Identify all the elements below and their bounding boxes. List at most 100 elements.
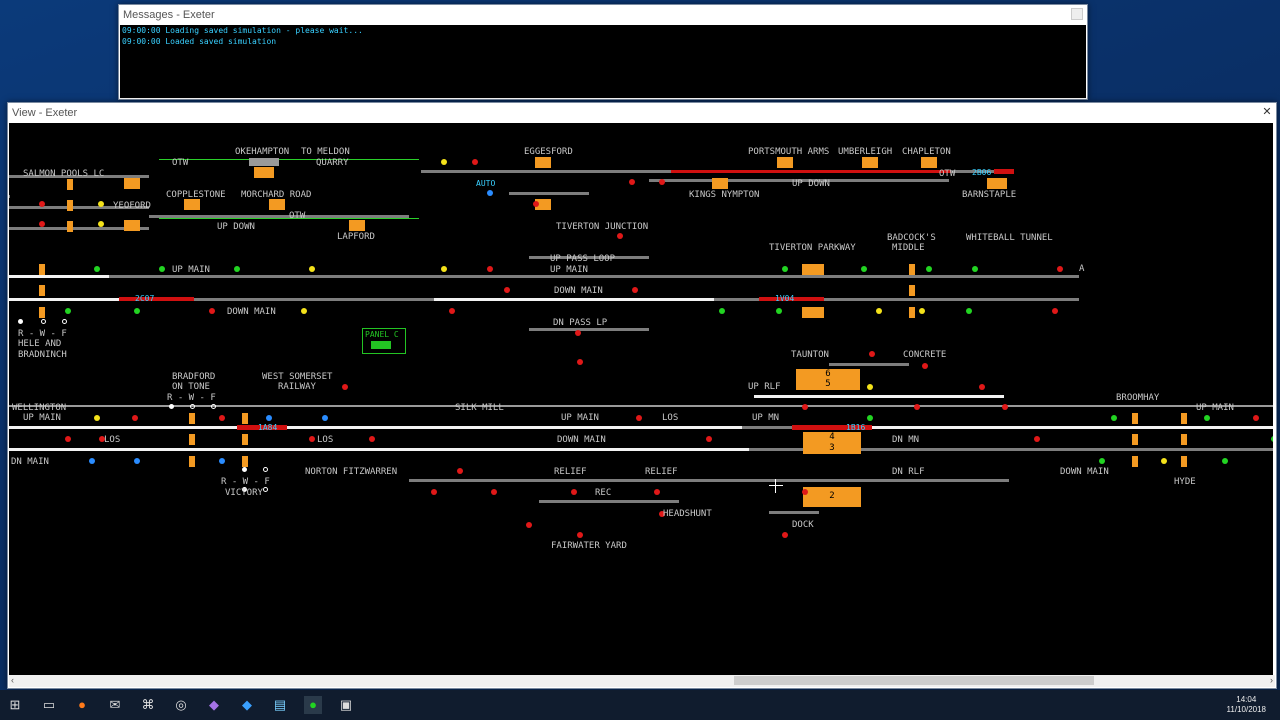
signal[interactable] (526, 522, 532, 528)
signal[interactable] (782, 266, 788, 272)
signal[interactable] (219, 458, 225, 464)
panel-c-button[interactable]: PANEL C (362, 328, 406, 354)
signal[interactable] (266, 415, 272, 421)
signal[interactable] (322, 415, 328, 421)
train-headcode[interactable]: 1V04 (775, 294, 795, 303)
signal[interactable] (234, 266, 240, 272)
train-headcode[interactable]: 1A84 (258, 423, 278, 432)
train-headcode[interactable]: 2B06 (972, 168, 992, 177)
signal[interactable] (65, 308, 71, 314)
remote-desktop-icon[interactable]: ▣ (339, 697, 353, 712)
signal[interactable] (491, 489, 497, 495)
signal[interactable] (98, 221, 104, 227)
file-explorer-icon[interactable]: ▭ (42, 697, 56, 712)
signal[interactable] (1204, 415, 1210, 421)
signal[interactable] (654, 489, 660, 495)
signal[interactable] (39, 221, 45, 227)
close-icon[interactable]: ✕ (1262, 106, 1272, 118)
signal[interactable] (504, 287, 510, 293)
signal[interactable] (1034, 436, 1040, 442)
signal[interactable] (867, 415, 873, 421)
signal[interactable] (487, 190, 493, 196)
signal[interactable] (966, 308, 972, 314)
signal[interactable] (926, 266, 932, 272)
mail-icon[interactable]: ✉ (109, 697, 121, 712)
network-icon[interactable]: ⌘ (141, 697, 155, 712)
signal[interactable] (1271, 436, 1273, 442)
signal[interactable] (1052, 308, 1058, 314)
signal[interactable] (1161, 458, 1167, 464)
signal[interactable] (979, 384, 985, 390)
signal[interactable] (301, 308, 307, 314)
signal[interactable] (575, 330, 581, 336)
firefox-icon[interactable]: ● (78, 697, 86, 712)
train-headcode[interactable]: 1B16 (846, 423, 866, 432)
signal[interactable] (65, 436, 71, 442)
signal[interactable] (629, 179, 635, 185)
simsig-icon[interactable]: ● (304, 696, 322, 714)
signal[interactable] (1002, 404, 1008, 410)
signal[interactable] (89, 458, 95, 464)
signal[interactable] (636, 415, 642, 421)
signal[interactable] (309, 436, 315, 442)
signal[interactable] (659, 179, 665, 185)
signal[interactable] (159, 266, 165, 272)
signal[interactable] (39, 201, 45, 207)
signal[interactable] (577, 532, 583, 538)
signal[interactable] (134, 458, 140, 464)
signal[interactable] (94, 266, 100, 272)
signal[interactable] (802, 489, 808, 495)
scroll-thumb[interactable] (734, 676, 1094, 685)
messages-close-button[interactable] (1071, 8, 1083, 20)
signal[interactable] (487, 266, 493, 272)
signal[interactable] (1253, 415, 1259, 421)
windows-start-icon[interactable]: ⊞ (9, 697, 21, 712)
signal[interactable] (441, 159, 447, 165)
signal[interactable] (472, 159, 478, 165)
signal[interactable] (919, 308, 925, 314)
signalling-panel[interactable]: 6 5 4 3 2 (9, 123, 1273, 675)
signal[interactable] (867, 384, 873, 390)
signal[interactable] (659, 511, 665, 517)
visual-studio-icon[interactable]: ◆ (209, 697, 219, 712)
signal[interactable] (617, 233, 623, 239)
signal[interactable] (99, 436, 105, 442)
signal[interactable] (1057, 266, 1063, 272)
signal[interactable] (1222, 458, 1228, 464)
notepad-icon[interactable]: ▤ (273, 697, 287, 712)
signal[interactable] (972, 266, 978, 272)
signal[interactable] (98, 201, 104, 207)
clock[interactable]: 14:04 11/10/2018 (1227, 695, 1266, 715)
signal[interactable] (1099, 458, 1105, 464)
signal[interactable] (876, 308, 882, 314)
signal[interactable] (309, 266, 315, 272)
signal[interactable] (533, 201, 539, 207)
signal[interactable] (577, 359, 583, 365)
signal[interactable] (922, 363, 928, 369)
signal[interactable] (134, 308, 140, 314)
signal[interactable] (219, 415, 225, 421)
signal[interactable] (861, 266, 867, 272)
signal[interactable] (776, 308, 782, 314)
signal[interactable] (632, 287, 638, 293)
signal[interactable] (571, 489, 577, 495)
signal[interactable] (369, 436, 375, 442)
scroll-left-icon[interactable]: ‹ (11, 675, 14, 685)
signal[interactable] (441, 266, 447, 272)
signal[interactable] (94, 415, 100, 421)
signal[interactable] (342, 384, 348, 390)
signal[interactable] (457, 468, 463, 474)
signal[interactable] (132, 415, 138, 421)
vscode-icon[interactable]: ◆ (242, 697, 252, 712)
signal[interactable] (431, 489, 437, 495)
signal[interactable] (802, 404, 808, 410)
messages-window[interactable]: Messages - Exeter 09:00:00 Loading saved… (118, 4, 1088, 100)
signal[interactable] (1111, 415, 1117, 421)
signal[interactable] (869, 351, 875, 357)
signal[interactable] (706, 436, 712, 442)
scroll-right-icon[interactable]: › (1270, 675, 1273, 685)
signal[interactable] (782, 532, 788, 538)
auto-indicator[interactable]: AUTO (476, 179, 496, 188)
view-window[interactable]: View - Exeter ✕ (7, 102, 1277, 689)
signal[interactable] (914, 404, 920, 410)
